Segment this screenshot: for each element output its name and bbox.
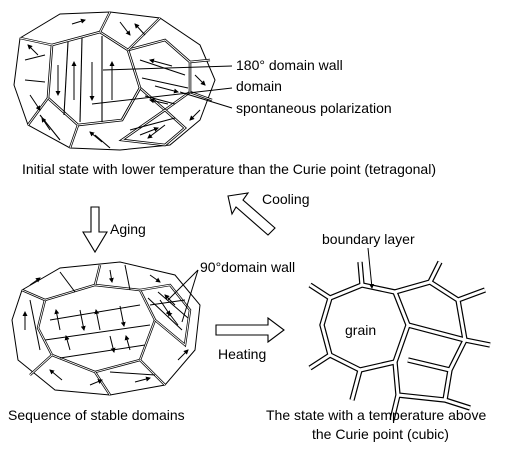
stable-polarization-arrows — [22, 269, 189, 386]
initial-leader-lines — [91, 65, 233, 109]
aging-arrow — [82, 206, 108, 254]
label-aging: Aging — [110, 221, 146, 237]
stable-domain-grains — [11, 261, 201, 396]
label-spontaneous-polarization: spontaneous polarization — [236, 100, 392, 116]
wall-90-leader-lines — [167, 269, 199, 323]
caption-initial-state: Initial state with lower temperature tha… — [22, 161, 436, 177]
caption-above-curie-line2: the Curie point (cubic) — [312, 426, 449, 442]
label-90-domain-wall: 90°domain wall — [200, 259, 295, 275]
initial-polarization-arrows — [27, 18, 206, 143]
label-heating: Heating — [218, 346, 266, 362]
label-cooling: Cooling — [262, 191, 309, 207]
caption-above-curie-line1: The state with a temperature above — [266, 407, 486, 423]
initial-state-grains — [13, 11, 216, 151]
label-180-domain-wall: 180° domain wall — [236, 57, 343, 73]
label-domain: domain — [236, 78, 282, 94]
cooling-arrow — [227, 192, 276, 236]
label-boundary-layer: boundary layer — [322, 231, 415, 247]
label-grain: grain — [345, 322, 376, 338]
boundary-layer-leader — [367, 247, 375, 289]
heating-arrow — [215, 316, 285, 344]
caption-stable-domains: Sequence of stable domains — [8, 407, 185, 423]
